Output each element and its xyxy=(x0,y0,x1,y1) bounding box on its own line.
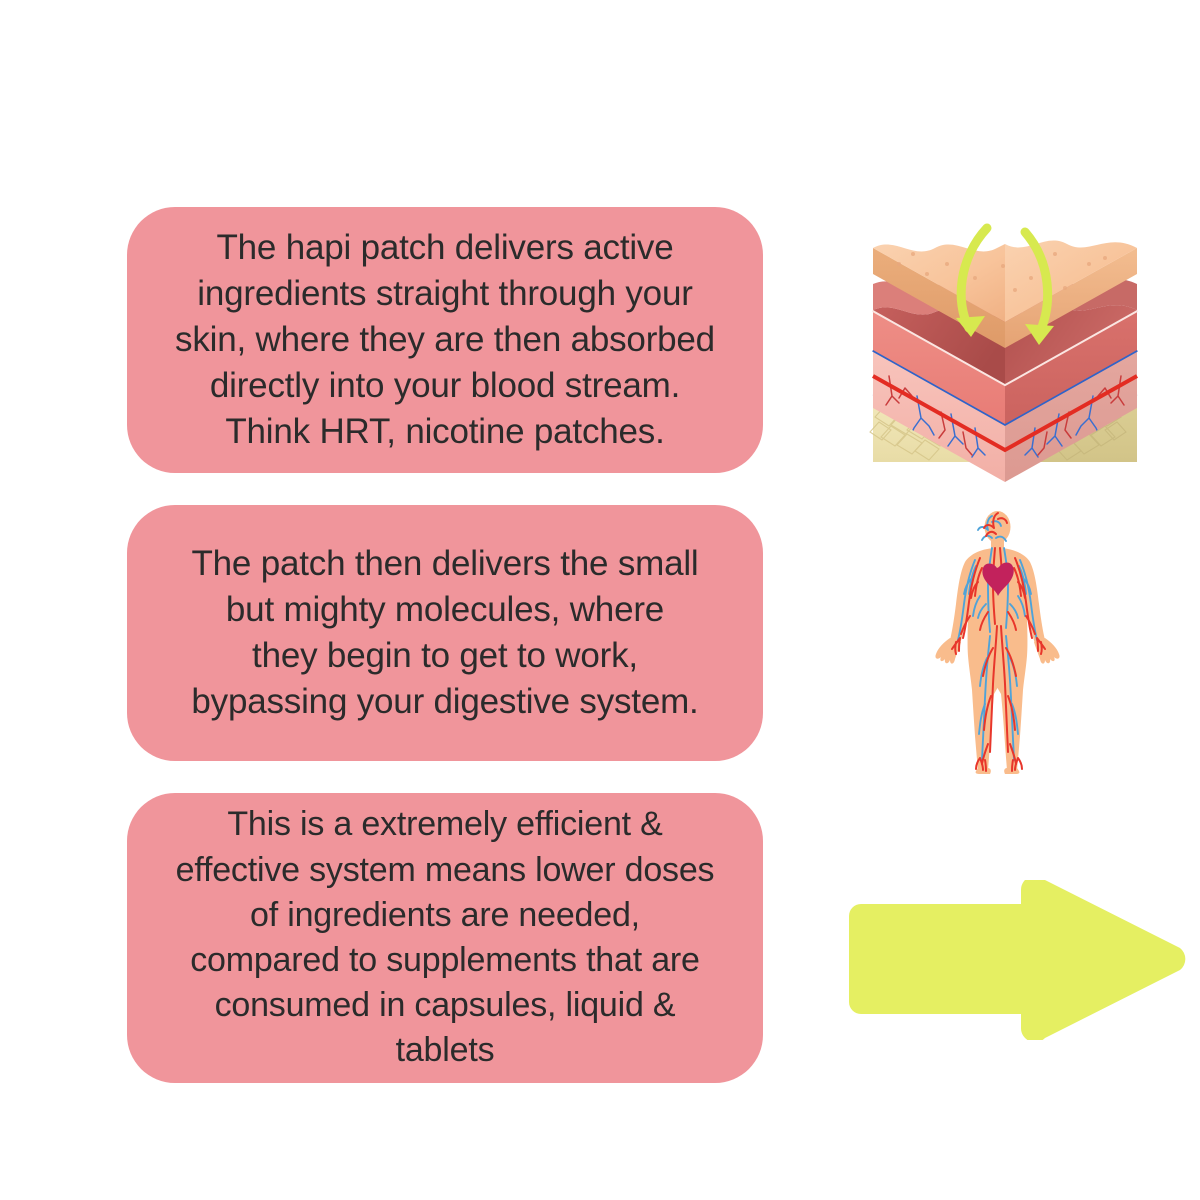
epidermis-slab xyxy=(873,240,1137,348)
efficiency-card: This is a extremely efficient & effectiv… xyxy=(127,793,763,1083)
forward-arrow-illustration xyxy=(825,880,1200,1040)
absorption-card-text: The hapi patch delivers active ingredien… xyxy=(175,227,715,452)
absorption-card: The hapi patch delivers active ingredien… xyxy=(127,207,763,473)
absorption-arrow-left-icon xyxy=(956,223,992,337)
bloodstream-card: The patch then delivers the small but mi… xyxy=(127,505,763,761)
bloodstream-card-text: The patch then delivers the small but mi… xyxy=(191,543,699,722)
absorption-arrow-right-icon xyxy=(1020,227,1054,345)
absorption-arrow-icons xyxy=(956,223,1054,345)
circulatory-system-illustration xyxy=(930,508,1065,776)
arteries xyxy=(951,512,1046,772)
skin-cross-section-illustration xyxy=(855,200,1155,510)
heart-icon xyxy=(982,562,1014,596)
right-arrow-icon xyxy=(849,880,1186,1040)
efficiency-card-text: This is a extremely efficient & effectiv… xyxy=(175,805,715,1070)
